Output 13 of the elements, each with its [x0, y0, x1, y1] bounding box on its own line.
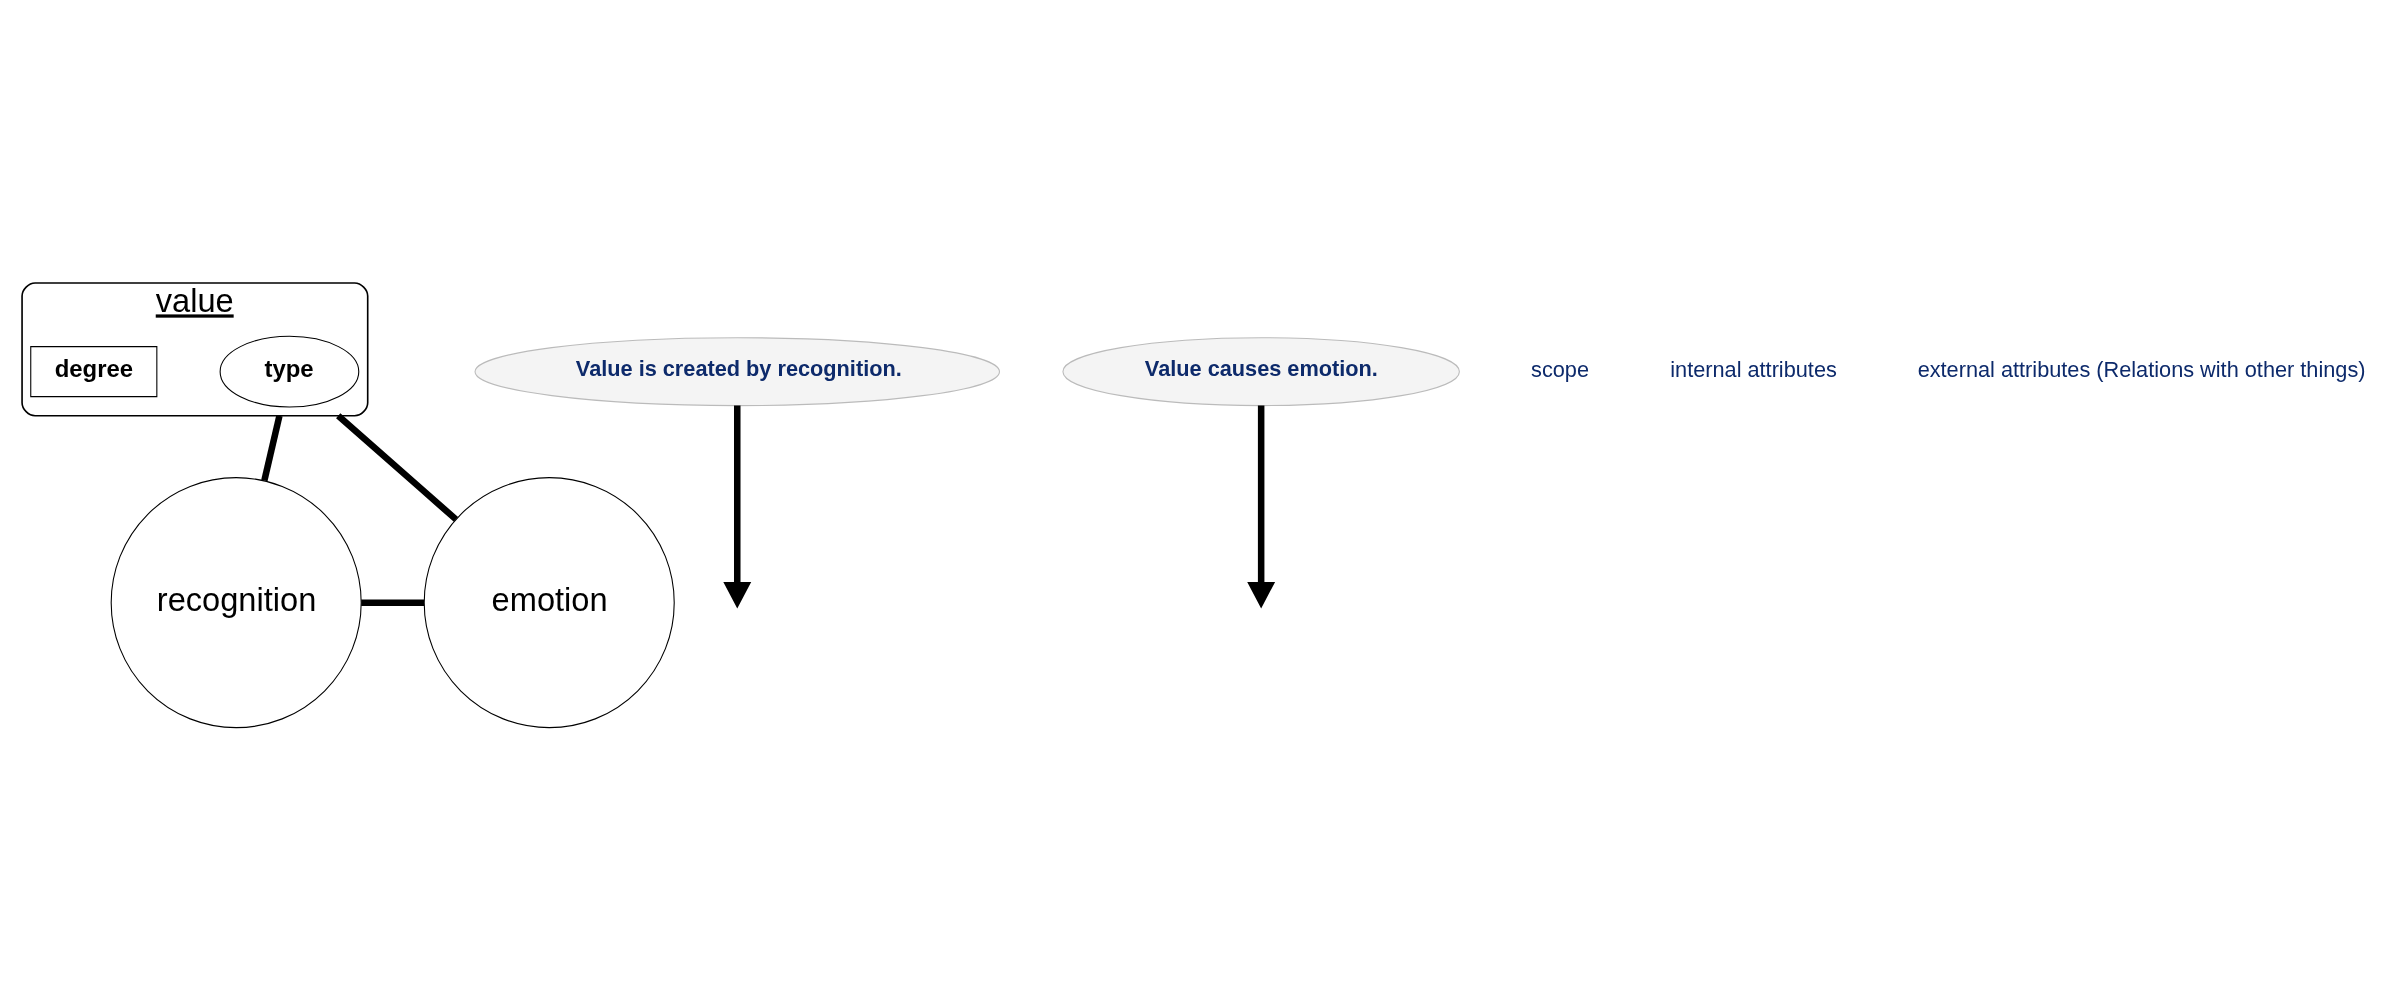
label: external attributes (Relations with other things)	[1917, 356, 2366, 382]
connector	[336, 412, 459, 522]
label: internal attributes	[1670, 356, 1837, 382]
node-box: degree	[30, 345, 158, 397]
arrow	[1247, 405, 1276, 608]
arrow	[723, 405, 752, 608]
node-ellipse: Value is created by recognition.	[474, 336, 1001, 406]
node-ellipse: type	[219, 335, 360, 408]
node-circle: emotion	[423, 476, 675, 728]
node-ellipse: Value causes emotion.	[1062, 336, 1460, 406]
label: scope	[1531, 356, 1590, 382]
node-circle: recognition	[110, 476, 362, 728]
connector	[261, 414, 283, 481]
